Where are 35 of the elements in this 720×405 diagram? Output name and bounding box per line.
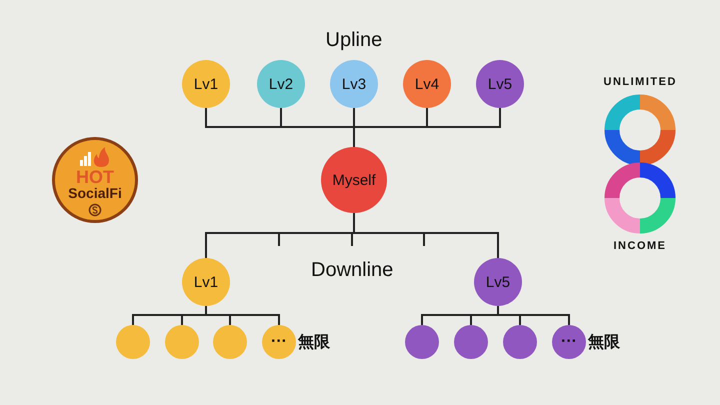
level-circle [182, 60, 230, 108]
node-label: Lv1 [194, 76, 218, 92]
connector-line [205, 306, 280, 325]
node-label: Lv4 [414, 76, 440, 92]
side-note: 無限 [588, 332, 620, 353]
node-label: Lv5 [488, 76, 512, 92]
graphic-caption: INCOME [614, 240, 666, 252]
node-label: Lv1 [194, 274, 218, 290]
node-label: ··· [561, 333, 577, 351]
section-heading: Downline [311, 258, 394, 282]
member-circle [165, 325, 199, 359]
node-label: Lv5 [486, 274, 510, 290]
level-circle [403, 60, 451, 108]
section-heading: Upline [326, 28, 382, 52]
level-circle [474, 258, 522, 306]
member-circle [405, 325, 439, 359]
badge-heading: HOT [76, 168, 114, 186]
level-circle [182, 258, 230, 306]
connector-line [353, 213, 499, 258]
member-circle [454, 325, 488, 359]
node-label: ··· [271, 333, 287, 351]
level-circle [330, 60, 378, 108]
side-note: 無限 [298, 332, 330, 353]
member-circle [213, 325, 247, 359]
level-circle [552, 325, 586, 359]
node-label: Lv2 [268, 76, 294, 92]
node-label: Myself [332, 172, 376, 188]
badge-label: SocialFi [68, 186, 122, 200]
node-label: Lv3 [342, 76, 366, 92]
member-circle [503, 325, 537, 359]
level-circle [262, 325, 296, 359]
graphic-caption: UNLIMITED [604, 76, 677, 88]
level-circle [476, 60, 524, 108]
level-circle [257, 60, 305, 108]
member-circle [116, 325, 150, 359]
